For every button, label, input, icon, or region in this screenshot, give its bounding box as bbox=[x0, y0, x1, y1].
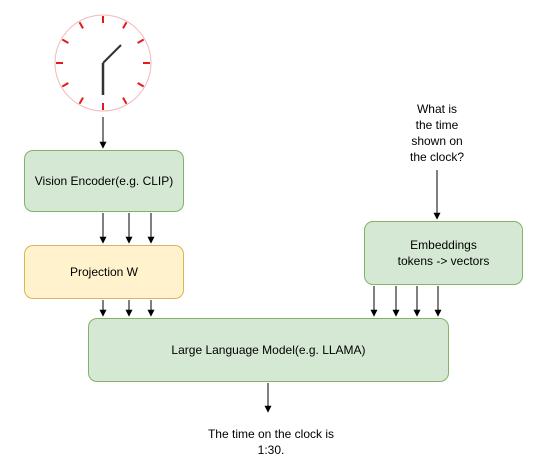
clock-tick bbox=[78, 97, 84, 105]
clock-icon bbox=[54, 14, 152, 112]
clock-tick bbox=[78, 21, 84, 29]
output-text: The time on the clock is 1:30. bbox=[186, 426, 356, 458]
question-line-3: shown on bbox=[411, 134, 463, 148]
embeddings-box: Embeddings tokens -> vectors bbox=[364, 221, 523, 285]
question-line-4: the clock? bbox=[409, 150, 465, 164]
question-line-2: the time bbox=[415, 118, 459, 132]
clock-tick bbox=[122, 21, 128, 29]
embeddings-sublabel: tokens -> vectors bbox=[397, 254, 490, 268]
clock-minute-hand bbox=[102, 44, 122, 64]
llm-box: Large Language Model(e.g. LLAMA) bbox=[88, 318, 449, 382]
projection-box: Projection W bbox=[24, 245, 184, 299]
question-text: What is the time shown on the clock? bbox=[392, 101, 482, 165]
output-line-1: The time on the clock is bbox=[207, 427, 335, 441]
llm-label: Large Language Model(e.g. LLAMA) bbox=[171, 343, 366, 357]
question-line-1: What is bbox=[416, 102, 457, 116]
clock-tick bbox=[61, 82, 69, 88]
clock-tick bbox=[61, 38, 69, 44]
clock-tick bbox=[137, 82, 145, 88]
clock-tick bbox=[137, 38, 145, 44]
output-line-2: 1:30. bbox=[257, 443, 285, 457]
embeddings-label: Embeddings bbox=[410, 238, 477, 252]
vision-encoder-label: Vision Encoder(e.g. CLIP) bbox=[34, 174, 174, 188]
vision-encoder-box: Vision Encoder(e.g. CLIP) bbox=[24, 150, 184, 212]
projection-label: Projection W bbox=[69, 265, 139, 279]
clock-tick bbox=[122, 97, 128, 105]
